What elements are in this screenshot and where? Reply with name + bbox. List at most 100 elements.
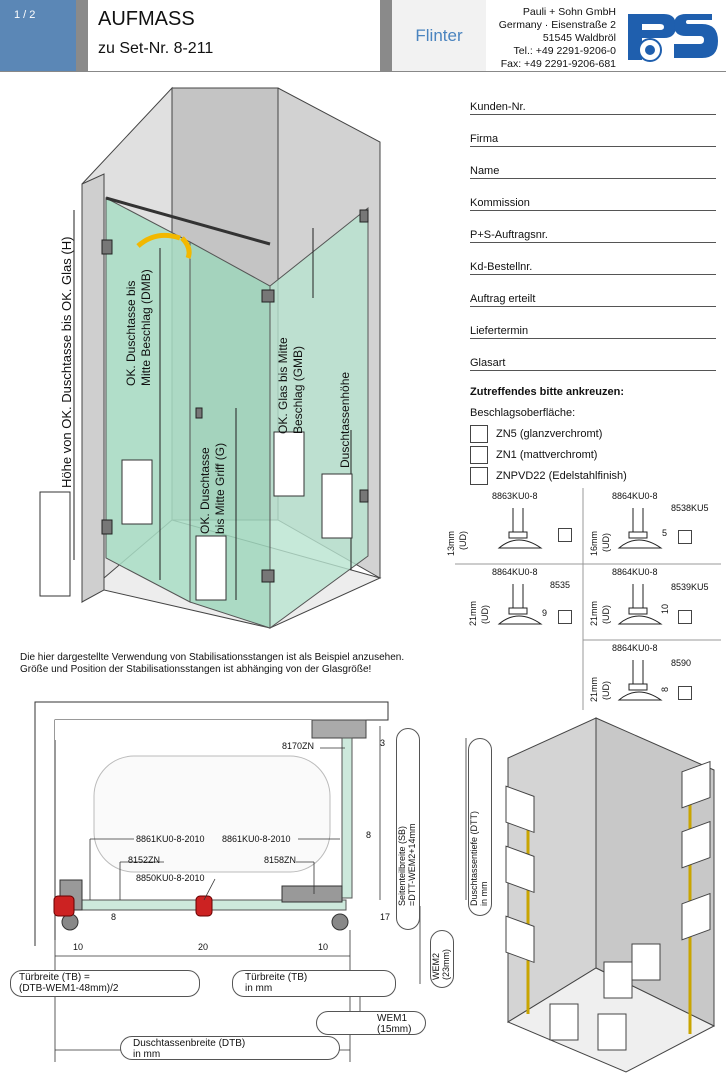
side-width-label: Seitenteilbreite (SB) =DTT-WEM2+14mm xyxy=(397,823,417,906)
wem1-field[interactable]: WEM1 (15mm) xyxy=(316,1011,426,1035)
form-field-line[interactable] xyxy=(470,370,716,371)
tray-width-field[interactable]: Duschtassenbreite (DTB) in mm xyxy=(120,1036,340,1060)
profile-5-part: 8864KU0-8 xyxy=(612,643,658,653)
label-dmb-line2: Mitte Beschlag (DMB) xyxy=(139,269,153,386)
profile-4-part: 8864KU0-8 xyxy=(612,567,658,577)
isometric-overview-drawing xyxy=(505,717,716,1073)
side-width-field[interactable] xyxy=(396,728,420,930)
profile-2-height: 16mm xyxy=(589,530,599,556)
side-width-label-line2: =DTT-WEM2+14mm xyxy=(407,823,417,906)
form-field-7[interactable]: Liefertermin xyxy=(470,325,716,341)
form-field-label: Kd-Bestellnr. xyxy=(470,261,537,273)
page-indicator: 1 / 2 xyxy=(14,9,36,21)
door-width-formula-line2: (DTB-WEM1-48mm)/2 xyxy=(19,983,119,994)
tray-width-line1: Duschtassenbreite (DTB) xyxy=(133,1038,246,1049)
company-address: Pauli + Sohn GmbH Germany · Eisenstraße … xyxy=(486,6,616,71)
form-field-line[interactable] xyxy=(470,146,716,147)
form-field-label: Kommission xyxy=(470,197,534,209)
form-field-line[interactable] xyxy=(470,306,716,307)
plan-part-8158: 8158ZN xyxy=(264,855,297,865)
tray-depth-label-line2: in mm xyxy=(479,881,489,907)
plan-dim-3: 3 xyxy=(380,738,386,748)
company-logo xyxy=(620,8,720,66)
profile-3-ud: (UD) xyxy=(480,605,490,624)
profile-section-1 xyxy=(497,508,543,549)
form-field-2[interactable]: Name xyxy=(470,165,716,181)
tray-width-line2: in mm xyxy=(133,1049,161,1060)
wem2-label-line2: (23mm) xyxy=(441,949,451,980)
wem2-label-line1: WEM2 xyxy=(431,953,441,980)
wem1-line2: (15mm) xyxy=(377,1024,412,1035)
profile-2-ud: (UD) xyxy=(601,533,611,552)
tray-depth-label: Duschtassentiefe (DTT) in mm xyxy=(469,811,489,906)
form-field-line[interactable] xyxy=(470,338,716,339)
profile-2-checkbox[interactable] xyxy=(678,530,692,544)
title-box: AUFMASS zu Set-Nr. 8-211 xyxy=(88,0,380,71)
door-width-line2: in mm xyxy=(245,983,273,994)
option-label-zn5: ZN5 (glanzverchromt) xyxy=(496,428,603,440)
form-field-3[interactable]: Kommission xyxy=(470,197,716,213)
company-phone: Tel.: +49 2291-9206-0 xyxy=(513,45,616,57)
profile-section-2 xyxy=(617,508,663,549)
form-field-label: Glasart xyxy=(470,357,510,369)
product-name: Flinter xyxy=(392,0,486,71)
form-field-8[interactable]: Glasart xyxy=(470,357,716,373)
form-field-label: Auftrag erteilt xyxy=(470,293,540,305)
form-field-1[interactable]: Firma xyxy=(470,133,716,149)
form-field-line[interactable] xyxy=(470,274,716,275)
label-gmb-line2: Beschlag (GMB) xyxy=(291,345,305,434)
checkbox-znpvd22[interactable] xyxy=(470,467,488,485)
plan-part-8850: 8850KU0-8-2010 xyxy=(136,873,205,883)
profile-5-gap: 8 xyxy=(660,686,670,692)
profile-section-4 xyxy=(617,584,663,625)
label-gmb: OK. Glas bis Mitte Beschlag (GMB) xyxy=(276,337,306,434)
header-divider xyxy=(76,0,88,71)
form-field-label: Kunden-Nr. xyxy=(470,101,530,113)
company-fax: Fax: +49 2291-9206-681 xyxy=(500,58,616,70)
form-field-4[interactable]: P+S-Auftragsnr. xyxy=(470,229,716,245)
profile-1-height: 13mm xyxy=(446,530,456,556)
plan-view-drawing xyxy=(34,701,467,1062)
form-field-label: Firma xyxy=(470,133,503,145)
form-field-line[interactable] xyxy=(470,210,716,211)
form-field-0[interactable]: Kunden-Nr. xyxy=(470,101,716,117)
form-field-5[interactable]: Kd-Bestellnr. xyxy=(470,261,716,277)
profile-3-part: 8864KU0-8 xyxy=(492,567,538,577)
profile-1-checkbox[interactable] xyxy=(558,528,572,542)
door-width-formula-line1: Türbreite (TB) = xyxy=(19,972,90,983)
label-gmb-line1: OK. Glas bis Mitte xyxy=(276,337,290,434)
checkbox-zn5[interactable] xyxy=(470,425,488,443)
form-field-6[interactable]: Auftrag erteilt xyxy=(470,293,716,309)
door-width-formula-field[interactable]: Türbreite (TB) = (DTB-WEM1-48mm)/2 xyxy=(10,970,200,997)
profile-4-height: 21mm xyxy=(589,600,599,626)
form-field-line[interactable] xyxy=(470,242,716,243)
plan-part-8861-left: 8861KU0-8-2010 xyxy=(136,834,205,844)
profile-5-checkbox[interactable] xyxy=(678,686,692,700)
label-tray-height: Duschtassenhöhe xyxy=(338,371,352,468)
door-width-field[interactable]: Türbreite (TB) in mm xyxy=(232,970,396,997)
door-width-line1: Türbreite (TB) xyxy=(245,972,308,983)
form-field-line[interactable] xyxy=(470,178,716,179)
profile-5-extra: 8590 xyxy=(671,658,692,668)
plan-dim-8-right: 8 xyxy=(366,830,372,840)
page-subtitle: zu Set-Nr. 8-211 xyxy=(98,40,214,57)
label-handle-line1: OK. Duschtasse xyxy=(198,447,212,534)
form-field-label: Name xyxy=(470,165,504,177)
form-field-label: Liefertermin xyxy=(470,325,533,337)
profile-3-checkbox[interactable] xyxy=(558,610,572,624)
profile-4-extra: 8539KU5 xyxy=(671,582,709,592)
header-rule xyxy=(0,71,726,72)
profile-3-height: 21mm xyxy=(468,600,478,626)
profile-2-gap: 5 xyxy=(662,528,668,538)
profile-4-checkbox[interactable] xyxy=(678,610,692,624)
profile-3-gap: 9 xyxy=(542,608,548,618)
tray-depth-field[interactable] xyxy=(468,738,492,916)
form-field-line[interactable] xyxy=(470,114,716,115)
label-handle: OK. Duschtasse bis Mitte Griff (G) xyxy=(198,443,228,534)
profile-4-ud: (UD) xyxy=(601,605,611,624)
profile-3-extra: 8535 xyxy=(550,580,571,590)
checkbox-zn1[interactable] xyxy=(470,446,488,464)
wem2-field[interactable] xyxy=(430,930,454,988)
label-dmb: OK. Duschtasse bis Mitte Beschlag (DMB) xyxy=(124,269,154,386)
